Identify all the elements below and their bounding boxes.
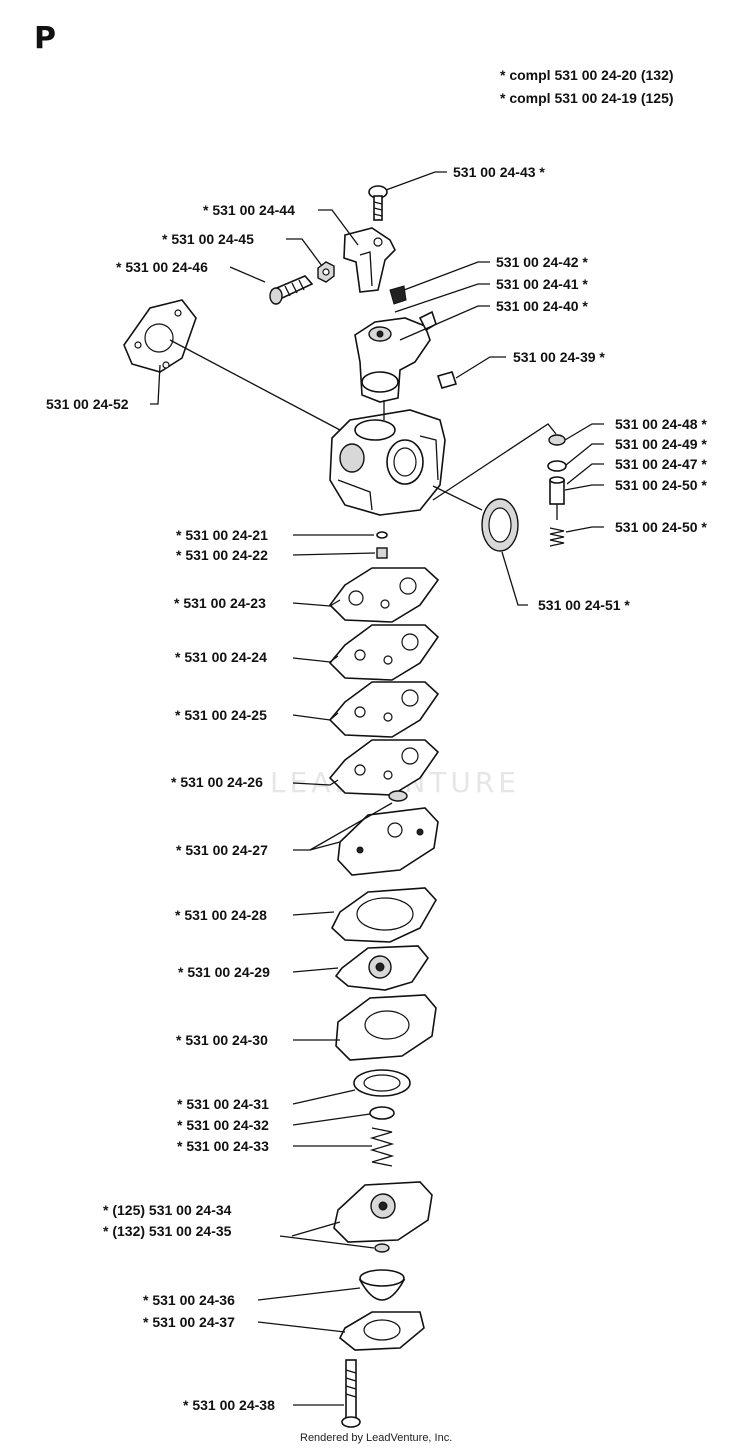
part-seal-51 [481,498,519,552]
label-531-00-24-45: * 531 00 24-45 [162,231,254,247]
part-washer-21 [376,531,388,539]
part-cover-34 [333,1181,433,1243]
label-531-00-24-33: * 531 00 24-33 [177,1138,269,1154]
part-carburetor-body [329,409,446,516]
part-washer-35 [374,1243,390,1253]
part-cap-48 [548,434,566,446]
part-oring-49 [547,460,567,472]
label-531-00-24-44: * 531 00 24-44 [203,202,295,218]
label-531-00-24-21: * 531 00 24-21 [176,527,268,543]
label-531-00-24-32: * 531 00 24-32 [177,1117,269,1133]
label-531-00-24-23: * 531 00 24-23 [174,595,266,611]
part-screw-43 [368,185,388,221]
label-531-00-24-42: 531 00 24-42 * [496,254,588,270]
part-flange-37 [338,1311,425,1351]
label-531-00-24-28: * 531 00 24-28 [175,907,267,923]
part-spring-33 [369,1127,395,1167]
part-valve-plate-29 [334,945,429,991]
label-531-00-24-39: 531 00 24-39 * [513,349,605,365]
part-screw-46 [269,275,314,305]
label-531-00-24-40: 531 00 24-40 * [496,298,588,314]
header-compl-125: * compl 531 00 24-19 (125) [500,90,674,106]
label-531-00-24-27: * 531 00 24-27 [176,842,268,858]
label-125-531-00-24-34: * (125) 531 00 24-34 [103,1202,232,1218]
part-gasket-52 [123,299,197,373]
part-plug-42 [389,285,407,305]
label-531-00-24-50-needle: 531 00 24-50 * [615,477,707,493]
label-531-00-24-50-spring: 531 00 24-50 * [615,519,707,535]
label-531-00-24-29: * 531 00 24-29 [178,964,270,980]
label-531-00-24-47: 531 00 24-47 * [615,456,707,472]
part-disc-32 [369,1106,395,1120]
part-gasket-25 [328,681,440,738]
part-pump-body-27 [337,790,439,876]
label-531-00-24-46: * 531 00 24-46 [116,259,208,275]
part-primer-bulb-36 [358,1269,406,1301]
header-compl-132: * compl 531 00 24-20 (132) [500,67,674,83]
label-531-00-24-52: 531 00 24-52 [46,396,129,412]
part-diaphragm-31 [353,1069,411,1097]
label-132-531-00-24-35: * (132) 531 00 24-35 [103,1223,232,1239]
label-531-00-24-38: * 531 00 24-38 [183,1397,275,1413]
label-531-00-24-36: * 531 00 24-36 [143,1292,235,1308]
part-gasket-23 [328,567,440,623]
label-531-00-24-22: * 531 00 24-22 [176,547,268,563]
part-screw-38 [341,1359,361,1428]
part-needle-50a [549,476,565,520]
section-letter: P [34,21,56,56]
label-531-00-24-49: 531 00 24-49 * [615,436,707,452]
label-531-00-24-26: * 531 00 24-26 [171,774,263,790]
part-gasket-24 [328,624,440,681]
part-clip-39 [436,371,458,389]
part-throttle-body-40 [354,310,437,403]
label-531-00-24-43: 531 00 24-43 * [453,164,545,180]
part-nut-45 [317,261,335,283]
footer-credit: Rendered by LeadVenture, Inc. [300,1432,452,1444]
label-531-00-24-51: 531 00 24-51 * [538,597,630,613]
label-531-00-24-30: * 531 00 24-30 [176,1032,268,1048]
label-531-00-24-25: * 531 00 24-25 [175,707,267,723]
part-diaphragm-28 [331,887,437,943]
label-531-00-24-48: 531 00 24-48 * [615,416,707,432]
part-spring-50b [549,527,565,547]
part-cover-30 [335,994,437,1061]
part-valve-22 [376,547,388,559]
label-531-00-24-31: * 531 00 24-31 [177,1096,269,1112]
part-bracket-44 [343,227,396,293]
label-531-00-24-41: 531 00 24-41 * [496,276,588,292]
part-gasket-26 [328,739,440,796]
leader-lines [150,171,604,1406]
label-531-00-24-37: * 531 00 24-37 [143,1314,235,1330]
label-531-00-24-24: * 531 00 24-24 [175,649,267,665]
